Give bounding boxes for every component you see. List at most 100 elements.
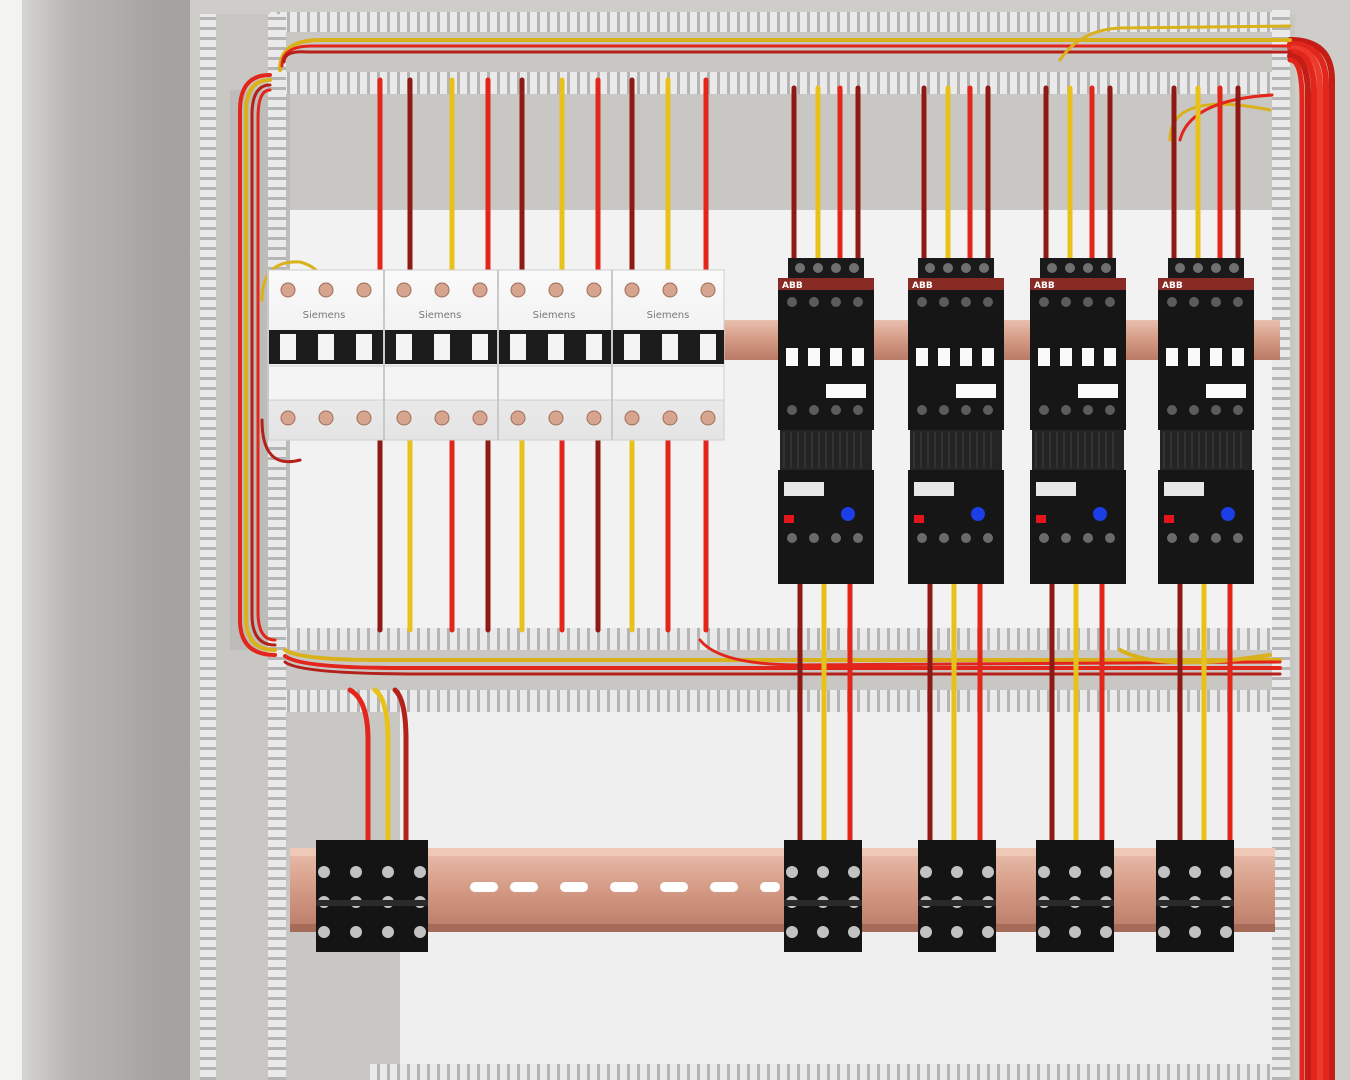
relay-bottom-screw: [1105, 533, 1115, 543]
contactor-screw-row2: [831, 405, 841, 415]
din-rail-lower: [290, 848, 1275, 932]
terminal-screw: [920, 926, 932, 938]
terminal-block: [316, 840, 428, 952]
contactor-screw-row1: [939, 297, 949, 307]
relay-bottom-screw: [983, 533, 993, 543]
breaker-toggle: [662, 334, 678, 360]
breaker-screw-bottom: [356, 410, 372, 426]
contactor-screw-row2: [1233, 405, 1243, 415]
contactor-terminal-screw: [925, 263, 935, 273]
breaker-screw-top: [472, 282, 488, 298]
breaker-screw-top: [700, 282, 716, 298]
abb-contactors: ABB ABB ABB ABB: [778, 258, 1254, 584]
breaker-brand-label: Siemens: [647, 310, 690, 321]
abb-contactor-unit: ABB: [1158, 258, 1254, 584]
left-wire-harness: [238, 73, 324, 657]
terminal-screw: [951, 866, 963, 878]
contactor-brand-label: ABB: [912, 281, 933, 291]
breaker-toggle: [396, 334, 412, 360]
contactor-label-plate: [826, 384, 866, 398]
contactor-screw-row1: [983, 297, 993, 307]
terminal-block-body: [316, 840, 428, 952]
breaker-screw-top: [356, 282, 372, 298]
terminal-screw: [318, 866, 330, 878]
contactor-top-terminals: [788, 258, 864, 280]
relay-blue-reset-button: [1221, 507, 1235, 521]
terminal-screw: [1189, 926, 1201, 938]
breaker-screw-bottom: [510, 410, 526, 426]
contactor-top-terminals: [1040, 258, 1116, 280]
contactor-brand-label: ABB: [782, 281, 803, 291]
contactor-screw-row1: [1211, 297, 1221, 307]
contactor-window: [1232, 348, 1244, 366]
contactor-screw-row2: [983, 405, 993, 415]
terminal-screw: [1038, 926, 1050, 938]
terminal-screw: [1220, 866, 1232, 878]
terminal-screw: [382, 866, 394, 878]
contactor-top-band: [778, 278, 874, 290]
relay-bottom-screw: [831, 533, 841, 543]
terminal-screw: [382, 926, 394, 938]
relay-red-indicator: [914, 515, 924, 523]
contactor-window: [786, 348, 798, 366]
contactor-terminal-screw: [849, 263, 859, 273]
contactor-window: [1082, 348, 1094, 366]
terminal-screw: [1038, 866, 1050, 878]
contactor-window: [852, 348, 864, 366]
contactor-screw-row2: [1039, 405, 1049, 415]
contactor-screw-row1: [961, 297, 971, 307]
contactor-screw-row2: [853, 405, 863, 415]
contactor-screw-row2: [961, 405, 971, 415]
contactor-screw-row1: [1105, 297, 1115, 307]
contactor-terminal-screw: [961, 263, 971, 273]
breaker-label-strip: [267, 365, 725, 401]
relay-bottom-screw: [961, 533, 971, 543]
contactor-screw-row1: [1083, 297, 1093, 307]
terminal-screw: [982, 926, 994, 938]
contactor-top-band: [1158, 278, 1254, 290]
contactor-terminal-screw: [813, 263, 823, 273]
contactor-screw-row2: [1105, 405, 1115, 415]
contactor-terminal-screw: [1065, 263, 1075, 273]
terminal-screw: [1069, 866, 1081, 878]
relay-blue-reset-button: [971, 507, 985, 521]
relay-blue-reset-button: [1093, 507, 1107, 521]
contactor-screw-row1: [1039, 297, 1049, 307]
contactor-window: [1188, 348, 1200, 366]
contactor-screw-row1: [853, 297, 863, 307]
terminal-screw: [848, 866, 860, 878]
breaker-wires: [377, 77, 709, 633]
terminal-feed-wires: [347, 687, 409, 843]
breaker-screw-bottom: [434, 410, 450, 426]
contactor-brand-label: ABB: [1034, 281, 1055, 291]
terminal-screw: [1158, 926, 1170, 938]
terminal-screw: [350, 926, 362, 938]
breaker-toggle: [586, 334, 602, 360]
terminal-screw: [1220, 926, 1232, 938]
terminal-separator: [918, 900, 996, 906]
relay-bottom-screw: [1233, 533, 1243, 543]
contactor-top-band: [908, 278, 1004, 290]
relay-setting-label: [1036, 482, 1076, 496]
breaker-screw-top: [624, 282, 640, 298]
terminal-screw: [1189, 866, 1201, 878]
relay-setting-label: [784, 482, 824, 496]
breaker-screw-bottom: [700, 410, 716, 426]
relay-bottom-screw: [917, 533, 927, 543]
contactor-screw-row2: [1083, 405, 1093, 415]
contactor-terminal-screw: [1175, 263, 1185, 273]
relay-bottom-screw: [1061, 533, 1071, 543]
contactor-terminal-screw: [1211, 263, 1221, 273]
relay-red-indicator: [784, 515, 794, 523]
breaker-screw-top: [548, 282, 564, 298]
terminal-block: [1036, 840, 1114, 952]
breaker-toggle: [434, 334, 450, 360]
contactor-terminal-screw: [1047, 263, 1057, 273]
relay-setting-label: [1164, 482, 1204, 496]
contactor-terminal-screw: [795, 263, 805, 273]
breaker-toggle: [356, 334, 372, 360]
abb-contactor-unit: ABB: [778, 258, 874, 584]
relay-bottom-screw: [787, 533, 797, 543]
